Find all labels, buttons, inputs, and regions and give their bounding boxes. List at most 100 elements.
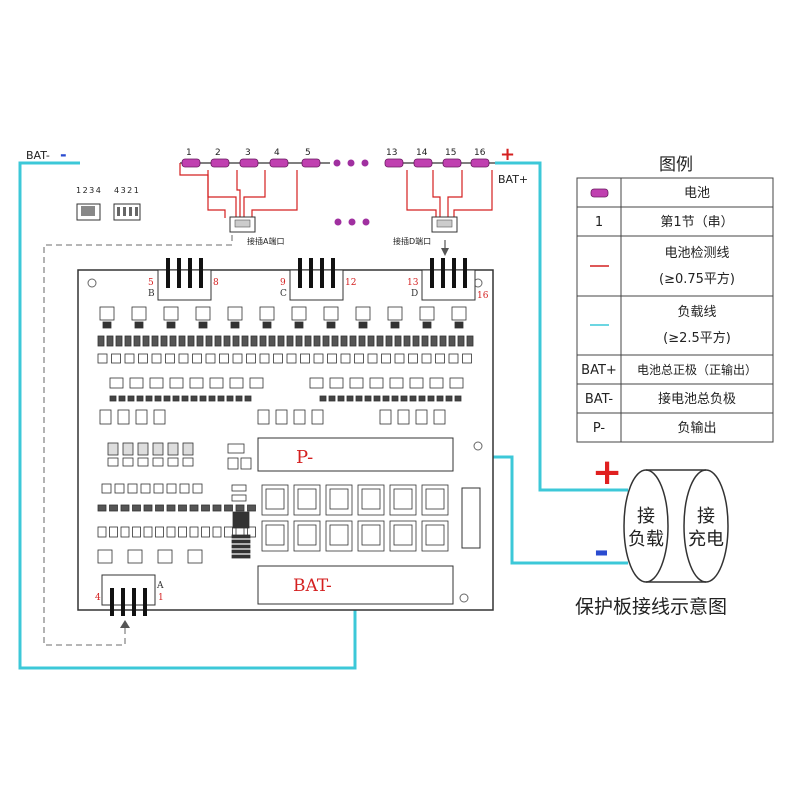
protection-board: 5 B 8 9 C 12 13 D 16 4 A 1 P- xyxy=(77,258,494,616)
pcb-component xyxy=(376,335,384,347)
pcb-component xyxy=(304,335,312,347)
pcb-component xyxy=(136,395,144,402)
pcb-component xyxy=(409,377,424,389)
pcb-component xyxy=(319,395,327,402)
pcb-component xyxy=(300,353,310,364)
pcb-component xyxy=(364,395,372,402)
pcb-component xyxy=(166,483,177,494)
pcb-component xyxy=(163,306,179,321)
pcb-component xyxy=(153,409,166,425)
pcb-component xyxy=(340,353,351,364)
pcb-component xyxy=(145,395,153,402)
cell-number: 1 xyxy=(186,148,192,158)
continuation-dots xyxy=(333,159,370,226)
pcb-component xyxy=(367,335,375,347)
pcb-component xyxy=(212,526,222,538)
board-connector-c: 9 C 12 xyxy=(280,258,356,301)
charger-label-1: 接 xyxy=(697,506,715,527)
pcb-component xyxy=(419,306,435,321)
battery-icon xyxy=(384,158,404,168)
pcb-component xyxy=(358,335,366,347)
pcb-component xyxy=(291,306,307,321)
pcb-component xyxy=(132,504,141,512)
pcb-component xyxy=(240,457,252,470)
svg-text:电池检测线: 电池检测线 xyxy=(664,246,729,261)
pcb-component xyxy=(421,335,429,347)
output-section: + - 接 负载 接 充电 保护板接线示意图 xyxy=(575,452,729,618)
pcb-component xyxy=(235,504,245,512)
pcb-component xyxy=(127,395,135,402)
pcb-component xyxy=(205,353,216,364)
pcb-component xyxy=(329,377,344,389)
pcb-component xyxy=(99,306,115,321)
pcb-component xyxy=(462,353,472,364)
svg-text:4321: 4321 xyxy=(114,186,140,195)
svg-text:接电池总负极: 接电池总负极 xyxy=(658,391,736,407)
bat-plus-label: BAT+ xyxy=(498,173,528,186)
pcb-component xyxy=(418,395,426,402)
pcb-component xyxy=(327,353,337,364)
pcb-component xyxy=(337,395,345,402)
pcb-component xyxy=(323,306,339,321)
p-minus-label: P- xyxy=(296,447,313,468)
pcb-component xyxy=(367,353,378,364)
battery-icon xyxy=(181,158,201,168)
pcb-component xyxy=(152,457,164,467)
svg-text:16: 16 xyxy=(477,291,489,301)
pcb-component xyxy=(142,335,150,347)
pcb-component xyxy=(97,504,107,512)
cell-number: 13 xyxy=(386,148,397,158)
cell-number: 15 xyxy=(445,148,456,158)
pcb-component xyxy=(135,409,148,425)
p-minus-terminal xyxy=(257,437,454,472)
pcb-component xyxy=(178,504,187,512)
pcb-component xyxy=(178,526,187,538)
pcb-component xyxy=(151,335,159,347)
pcb-component xyxy=(120,504,130,512)
pcb-component xyxy=(187,549,203,564)
bat-minus-sign: - xyxy=(60,145,67,164)
bat-plus-sign: + xyxy=(500,144,515,165)
pcb-component xyxy=(425,524,445,546)
pcb-component xyxy=(328,395,336,402)
svg-text:(≥0.75平方): (≥0.75平方) xyxy=(659,271,735,287)
legend-title: 图例 xyxy=(659,155,693,175)
pcb-component xyxy=(107,442,119,456)
diagram-caption: 保护板接线示意图 xyxy=(575,596,727,618)
pcb-component xyxy=(231,494,247,502)
svg-text:5: 5 xyxy=(148,278,154,288)
battery-icon xyxy=(269,158,289,168)
small-connector-left: 1234 xyxy=(76,186,102,221)
pcb-component xyxy=(354,353,364,364)
pcb-component xyxy=(117,409,130,425)
pcb-component xyxy=(212,504,222,512)
svg-text:BAT-: BAT- xyxy=(585,392,614,407)
pcb-component xyxy=(286,335,294,347)
battery-icon xyxy=(239,158,259,168)
pcb-component xyxy=(179,483,190,494)
pcb-component xyxy=(394,335,402,347)
svg-text:(≥2.5平方): (≥2.5平方) xyxy=(663,330,731,346)
pcb-component xyxy=(97,526,107,538)
pcb-component xyxy=(166,321,176,329)
pcb-component xyxy=(394,353,405,364)
pcb-component xyxy=(309,377,324,389)
pcb-component xyxy=(355,306,371,321)
pcb-component xyxy=(214,335,222,347)
pcb-component xyxy=(131,306,147,321)
pcb-component xyxy=(439,335,447,347)
pcb-component xyxy=(259,353,270,364)
pcb-component xyxy=(157,549,173,564)
svg-text:1234: 1234 xyxy=(76,186,102,195)
pcb-component xyxy=(265,488,285,510)
cell-number: 16 xyxy=(474,148,486,158)
pcb-component xyxy=(143,526,153,538)
pcb-component xyxy=(277,335,285,347)
pcb-component xyxy=(250,335,258,347)
pcb-component xyxy=(313,353,324,364)
pcb-component xyxy=(143,504,153,512)
battery-icon xyxy=(413,158,433,168)
pcb-component xyxy=(182,442,194,456)
svg-text:9: 9 xyxy=(280,278,286,288)
pcb-component xyxy=(97,335,105,347)
